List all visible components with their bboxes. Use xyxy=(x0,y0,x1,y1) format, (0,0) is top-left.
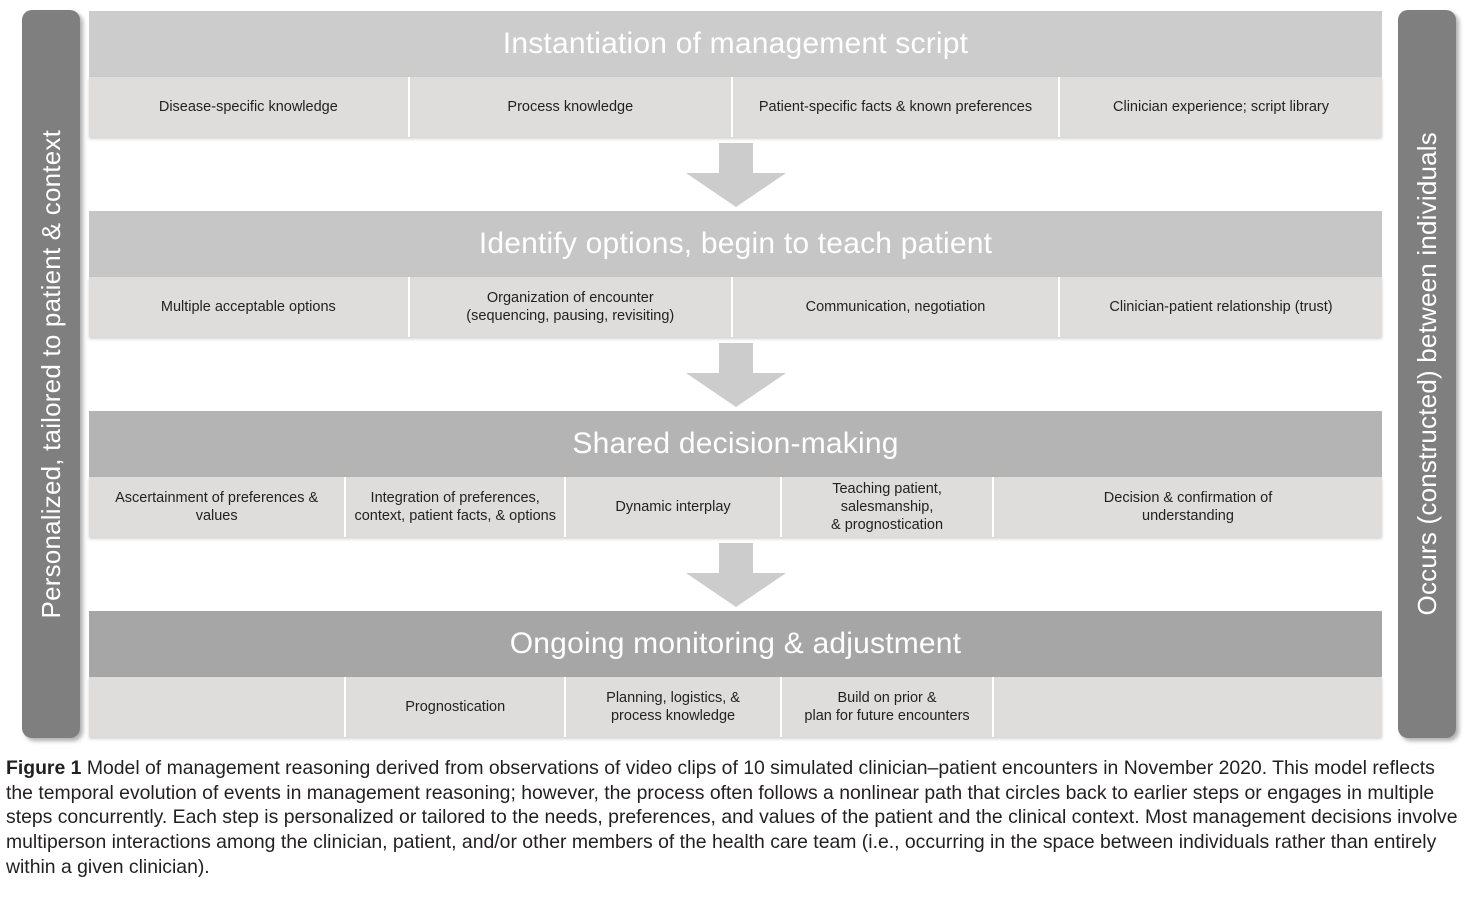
step-subcell: Process knowledge xyxy=(410,77,733,137)
step-subcell: Clinician experience; script library xyxy=(1060,77,1382,137)
figure-number: Figure 1 xyxy=(6,757,82,779)
step-subcell-label: Decision & confirmation of understanding xyxy=(1103,489,1273,524)
step-subcell-label: Clinician experience; script library xyxy=(1113,98,1329,115)
step-subcell: Build on prior & plan for future encount… xyxy=(782,677,995,737)
step-subcell: Organization of encounter (sequencing, p… xyxy=(410,277,733,337)
step-subcell-label: Planning, logistics, & process knowledge xyxy=(606,689,740,724)
step-subcell-label: Build on prior & plan for future encount… xyxy=(804,689,970,724)
step-connector-gap xyxy=(89,337,1382,411)
step-subcell: Communication, negotiation xyxy=(733,277,1061,337)
right-vertical-bar: Occurs (constructed) between individuals xyxy=(1398,10,1456,738)
left-vertical-bar: Personalized, tailored to patient & cont… xyxy=(22,10,80,738)
step-subcell-label: Organization of encounter (sequencing, p… xyxy=(466,289,675,324)
step-title: Ongoing monitoring & adjustment xyxy=(509,627,962,660)
step-subcell-label: Multiple acceptable options xyxy=(160,298,336,315)
figure-caption-text: Model of management reasoning derived fr… xyxy=(6,757,1458,878)
step-subcell-label: Ascertainment of preferences & values xyxy=(115,489,319,524)
step-subcell-label: Disease-specific knowledge xyxy=(158,98,338,115)
down-arrow-connector xyxy=(685,343,786,407)
step-header: Instantiation of management script xyxy=(89,11,1382,77)
step-subcell-row: Disease-specific knowledge Process knowle… xyxy=(89,77,1382,137)
step-subcell-row: Ascertainment of preferences & values Int… xyxy=(89,477,1382,537)
figure-diagram: Personalized, tailored to patient & cont… xyxy=(22,10,1456,738)
figure-caption: Figure 1 Model of management reasoning d… xyxy=(6,756,1466,879)
down-arrow-connector xyxy=(685,543,786,607)
step-connector-gap xyxy=(89,537,1382,611)
step-subcell: Dynamic interplay xyxy=(566,477,783,537)
step-subcell xyxy=(994,677,1382,737)
step-subcell: Planning, logistics, & process knowledge xyxy=(566,677,783,737)
step-subcell: Clinician-patient relationship (trust) xyxy=(1060,277,1382,337)
process-step: Identify options, begin to teach patient… xyxy=(89,211,1382,337)
left-vertical-bar-label: Personalized, tailored to patient & cont… xyxy=(36,129,66,619)
step-subcell: Prognostication xyxy=(346,677,567,737)
step-connector-gap xyxy=(89,137,1382,211)
step-subcell: Multiple acceptable options xyxy=(89,277,410,337)
step-title: Shared decision-making xyxy=(572,427,899,460)
step-header: Ongoing monitoring & adjustment xyxy=(89,611,1382,677)
step-title: Identify options, begin to teach patient xyxy=(478,227,993,260)
step-subcell-label: Process knowledge xyxy=(507,98,634,115)
step-header: Identify options, begin to teach patient xyxy=(89,211,1382,277)
step-subcell: Teaching patient, salesmanship, & progno… xyxy=(782,477,995,537)
step-subcell xyxy=(89,677,347,737)
step-subcell-label: Clinician-patient relationship (trust) xyxy=(1109,298,1333,315)
step-subcell-label: Dynamic interplay xyxy=(615,498,731,515)
step-subcell-label: Communication, negotiation xyxy=(805,298,986,315)
step-subcell: Disease-specific knowledge xyxy=(89,77,410,137)
step-subcell: Integration of preferences, context, pat… xyxy=(346,477,567,537)
step-title: Instantiation of management script xyxy=(502,27,969,60)
right-vertical-bar-label: Occurs (constructed) between individuals xyxy=(1412,132,1442,616)
step-subcell-row: Multiple acceptable options Organization … xyxy=(89,277,1382,337)
step-subcell-label: Patient-specific facts & known preferenc… xyxy=(758,98,1033,115)
step-subcell-label: Teaching patient, salesmanship, & progno… xyxy=(831,480,944,534)
step-subcell-label: Integration of preferences, context, pat… xyxy=(354,489,556,524)
step-subcell: Decision & confirmation of understanding xyxy=(994,477,1382,537)
step-subcell: Patient-specific facts & known preferenc… xyxy=(733,77,1061,137)
down-arrow-connector xyxy=(685,143,786,207)
step-subcell-row: Prognostication Planning, logistics, & pr… xyxy=(89,677,1382,737)
step-header: Shared decision-making xyxy=(89,411,1382,477)
step-subcell: Ascertainment of preferences & values xyxy=(89,477,347,537)
step-subcell-label: Prognostication xyxy=(405,698,506,715)
